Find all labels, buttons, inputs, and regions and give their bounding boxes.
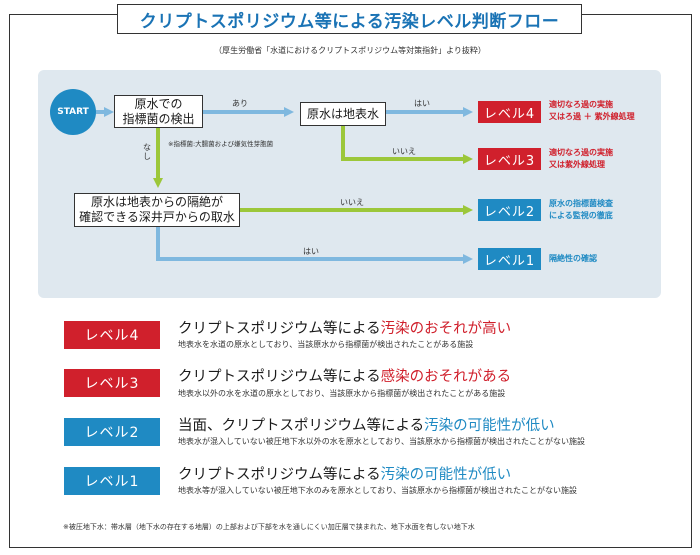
isolated-node-line2: 確認できる深井戸からの取水 [79, 210, 235, 224]
edge-label-hai-surface: はい [414, 99, 430, 108]
flow-level1-desc: 隔絶性の確認 [549, 253, 597, 265]
legend-level4-sub: 地表水を水道の原水としており、当該原水から指標菌が検出されたことがある施設 [178, 340, 474, 349]
flow-level1-desc-line1: 隔絶性の確認 [549, 254, 597, 263]
detect-node: 原水での 指標菌の検出 [114, 95, 203, 128]
edge-label-iie-surface: いいえ [392, 147, 416, 156]
legend-level3-badge: レベル3 [64, 369, 160, 397]
flow-level3-desc-line2: 又は紫外線処理 [549, 159, 605, 169]
legend-level1-badge: レベル1 [64, 467, 160, 495]
detect-node-line1: 原水での [134, 96, 183, 111]
legend-level3-title-a: クリプトスポリジウム等による [178, 369, 381, 385]
flow-level1-box: レベル1 [478, 248, 541, 270]
legend-level2-badge: レベル2 [64, 418, 160, 446]
legend-level3-sub: 地表水以外の水を水道の原水としており、当該原水から指標菌が検出されたことがある施… [178, 389, 506, 398]
legend-level2-title: 当面、クリプトスポリジウム等による汚染の可能性が低い [178, 414, 555, 435]
edge-label-iie-isolated: いいえ [340, 198, 364, 207]
legend-level2-sub: 地表水が混入していない被圧地下水以外の水を原水としており、当該原水から指標菌が検… [178, 437, 585, 446]
arrow-isolated-level1 [156, 227, 473, 264]
flow-level4-box: レベル4 [478, 101, 541, 123]
isolated-node-line1: 原水は地表からの隔絶が [90, 195, 223, 209]
legend-level3-title: クリプトスポリジウム等による感染のおそれがある [178, 365, 511, 386]
legend-level2-title-b: 汚染の可能性が低い [424, 418, 555, 434]
edge-label-hai-isolated: はい [303, 247, 319, 256]
page-title: クリプトスポリジウム等による汚染レベル判断フロー [117, 4, 582, 34]
legend-level3-title-b: 感染のおそれがある [380, 369, 512, 385]
flow-level3-box: レベル3 [478, 148, 541, 170]
legend-level1-title-a: クリプトスポリジウム等による [178, 467, 381, 483]
arrow-surface-level3 [341, 126, 473, 164]
start-node: START [50, 89, 96, 135]
flow-level2-desc-line2: による監視の徹底 [549, 210, 613, 220]
legend-level2-title-a: 当面、クリプトスポリジウム等による [178, 418, 425, 434]
flow-level3-desc: 適切なろ過の実施 又は紫外線処理 [549, 147, 613, 170]
surface-node: 原水は地表水 [300, 102, 386, 126]
legend-level1-title-b: 汚染の可能性が低い [380, 467, 512, 483]
edge-label-nashi: なし [143, 143, 151, 161]
edge-label-ari: あり [232, 99, 248, 108]
footnote: ※被圧地下水：帯水層（地下水の存在する地層）の上部および下部を水を通しにくい加圧… [63, 523, 475, 531]
detect-note: ※指標菌:大腸菌および嫌気性芽胞菌 [168, 140, 274, 148]
source-note: （厚生労働省「水道におけるクリプトスポリジウム等対策指針」より抜粋） [214, 46, 486, 55]
legend-level4-title-b: 汚染のおそれが高い [380, 321, 512, 337]
flow-level4-desc: 適切なろ過の実施 又はろ過 ＋ 紫外線処理 [549, 99, 635, 122]
flow-level4-desc-line2: 又はろ過 ＋ 紫外線処理 [549, 111, 635, 121]
flow-level4-desc-line1: 適切なろ過の実施 [549, 100, 613, 109]
isolated-node: 原水は地表からの隔絶が 確認できる深井戸からの取水 [74, 193, 240, 227]
flow-level2-desc: 原水の指標菌検査 による監視の徹底 [549, 198, 613, 221]
flow-level2-desc-line1: 原水の指標菌検査 [549, 199, 613, 208]
flow-level3-desc-line1: 適切なろ過の実施 [549, 148, 613, 157]
legend-level1-sub: 地表水等が混入していない被圧地下水のみを原水としており、当該原水から指標菌が検出… [178, 486, 577, 495]
legend-level4-badge: レベル4 [64, 321, 160, 349]
legend-level4-title: クリプトスポリジウム等による汚染のおそれが高い [178, 317, 511, 338]
legend-level4-title-a: クリプトスポリジウム等による [178, 321, 381, 337]
detect-node-line2: 指標菌の検出 [122, 111, 195, 126]
flow-level2-box: レベル2 [478, 199, 541, 221]
legend-level1-title: クリプトスポリジウム等による汚染の可能性が低い [178, 463, 511, 484]
